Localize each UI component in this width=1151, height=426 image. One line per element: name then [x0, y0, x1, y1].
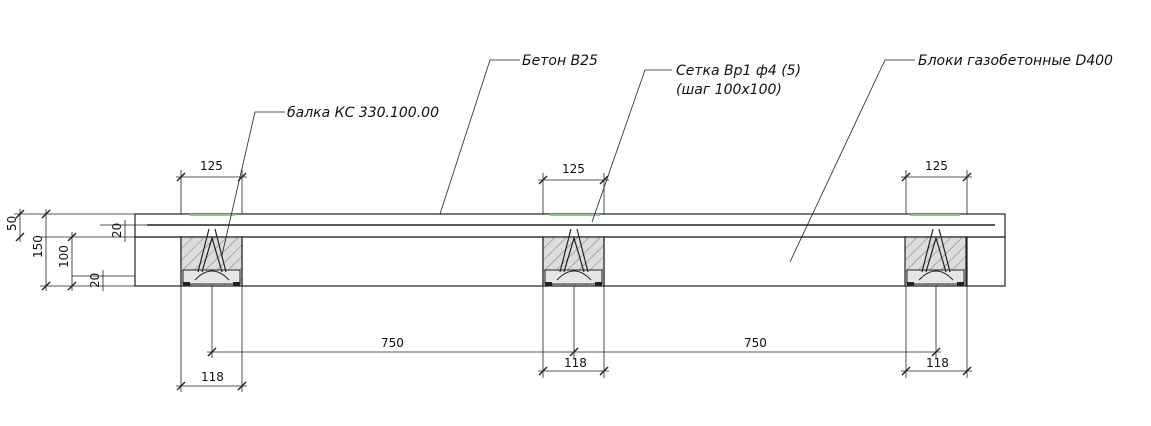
dim-total: 150 — [31, 235, 45, 258]
dim-top-width-2: 125 — [562, 162, 585, 176]
beam-arc-1 — [194, 270, 230, 281]
beam-arc-2 — [556, 270, 592, 281]
block-span-2 — [603, 236, 907, 287]
dim-topping: 50 — [5, 216, 19, 231]
label-blocks: Блоки газобетонные D400 — [918, 53, 1113, 69]
label-mesh: Сетка Вр1 ф4 (5) — [676, 63, 801, 79]
dim-mesh-cover: 20 — [110, 223, 124, 238]
beam-rebar-left-2 — [545, 282, 552, 286]
leader-lines — [221, 59, 915, 263]
beam-rebar-left-3 — [907, 282, 914, 286]
block-left-edge — [134, 236, 182, 287]
beam-base-3 — [906, 269, 965, 285]
beam-group — [180, 228, 967, 287]
block-span-1 — [241, 236, 544, 287]
dim-block-height: 100 — [57, 245, 71, 268]
dim-span-2: 750 — [744, 336, 767, 350]
label-concrete: Бетон B25 — [522, 53, 598, 69]
label-beam: балка КС 330.100.00 — [287, 105, 439, 121]
dimension-lines — [14, 170, 972, 392]
dim-bottom-width-1: 118 — [201, 370, 224, 384]
dim-span-1: 750 — [381, 336, 404, 350]
dim-bottom-cover: 20 — [88, 273, 102, 288]
label-mesh-spacing: (шаг 100х100) — [676, 82, 782, 98]
beam-arc-3 — [918, 270, 954, 281]
beam-rebar-right-3 — [957, 282, 964, 286]
dimension-ticks — [15, 172, 972, 391]
beam-truss-1 — [197, 228, 227, 273]
beam-base-2 — [544, 269, 603, 285]
dim-bottom-width-2: 118 — [564, 356, 587, 370]
block-right-edge — [966, 236, 1006, 287]
dim-top-width-3: 125 — [925, 159, 948, 173]
beam-truss-3 — [921, 228, 951, 273]
beam-rebar-right-2 — [595, 282, 602, 286]
beam-rebar-left-1 — [183, 282, 190, 286]
beam-truss-2 — [559, 228, 589, 273]
dim-top-width-1: 125 — [200, 159, 223, 173]
beam-base-1 — [182, 269, 241, 285]
dim-bottom-width-3: 118 — [926, 356, 949, 370]
beam-rebar-right-1 — [233, 282, 240, 286]
